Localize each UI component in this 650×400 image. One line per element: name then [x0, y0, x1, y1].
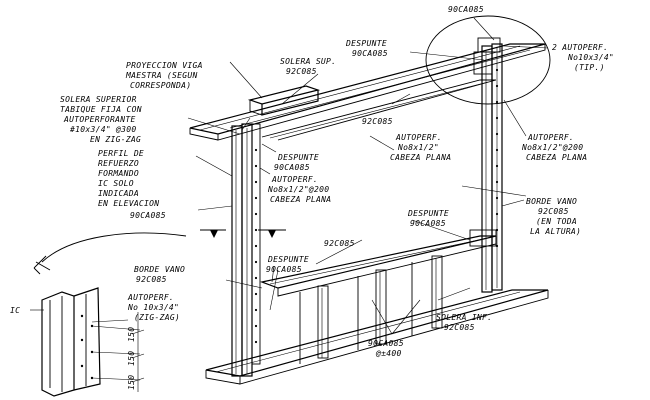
section-markers	[200, 229, 286, 238]
label-autoperf-right: AUTOPERF. No8x1/2"@200 CABEZA PLANA	[521, 133, 589, 162]
leader-lines	[187, 17, 549, 335]
left-stud-screws	[254, 148, 258, 344]
label-despunte-left: DESPUNTE 90CA085	[274, 153, 324, 172]
dim-150-a: 150	[127, 375, 136, 390]
label-autoperf-detail: AUTOPERF. No 10x3/4" (ZIG-ZAG)	[127, 293, 184, 322]
label-perfil: PERFIL DE REFUERZO FORMANDO IC SOLO INDI…	[98, 149, 159, 208]
label-proyeccion: PROYECCION VIGA MAESTRA (SEGUN CORRESPON…	[125, 61, 208, 90]
label-ca90-bottom: 90CA085 @±400	[368, 339, 409, 358]
label-ic: IC	[10, 306, 20, 315]
label-despunte-top: DESPUNTE 90CA085	[345, 39, 392, 58]
bottom-track	[205, 289, 549, 385]
detail-arrow	[41, 232, 187, 263]
label-top-code: 90CA085	[448, 5, 484, 14]
label-solera-sup: SOLERA SUP. 92C085	[280, 57, 341, 76]
right-stud-screws	[495, 68, 499, 248]
left-stud	[231, 123, 261, 377]
label-c92-top: 92C085	[362, 117, 393, 126]
ic-detail	[30, 287, 145, 397]
dim-150-c: 150	[127, 327, 136, 342]
label-autoperf-left: AUTOPERF. No8x1/2"@200 CABEZA PLANA	[267, 175, 335, 204]
label-c92-mid: 92C085	[324, 239, 355, 248]
label-borde-left: BORDE VANO 92C085	[134, 265, 190, 284]
top-beam	[189, 43, 546, 141]
right-stud	[473, 37, 503, 293]
beam-block	[247, 85, 321, 116]
label-borde-right: BORDE VANO 92C085 (EN TODA LA ALTURA)	[526, 197, 582, 236]
detail-arrow-head	[33, 255, 51, 275]
mid-rail	[259, 229, 497, 297]
labels: 90CA085 DESPUNTE 90CA085 2 AUTOPERF. No1…	[10, 5, 619, 390]
steel-frame	[33, 37, 549, 385]
label-despunte-mid: DESPUNTE 90CA085	[407, 209, 454, 228]
upper-track	[261, 79, 497, 141]
dimension-labels: 150 150 150	[127, 327, 136, 390]
detail-screws	[80, 314, 94, 380]
label-autoperf-mid: AUTOPERF. No8x1/2" CABEZA PLANA	[390, 133, 451, 162]
label-despunte-low: DESPUNTE 90CA085	[266, 255, 314, 274]
label-solera-inf: SOLERA INF. 92C085	[436, 313, 497, 332]
label-solera-superior: SOLERA SUPERIOR TABIQUE FIJA CON AUTOPER…	[60, 95, 147, 144]
dim-150-b: 150	[127, 351, 136, 366]
label-ca90-left: 90CA085	[130, 211, 166, 220]
label-autoperf-top: 2 AUTOPERF. No10x3/4" (TIP.)	[552, 43, 619, 72]
zoom-circle	[425, 15, 551, 105]
